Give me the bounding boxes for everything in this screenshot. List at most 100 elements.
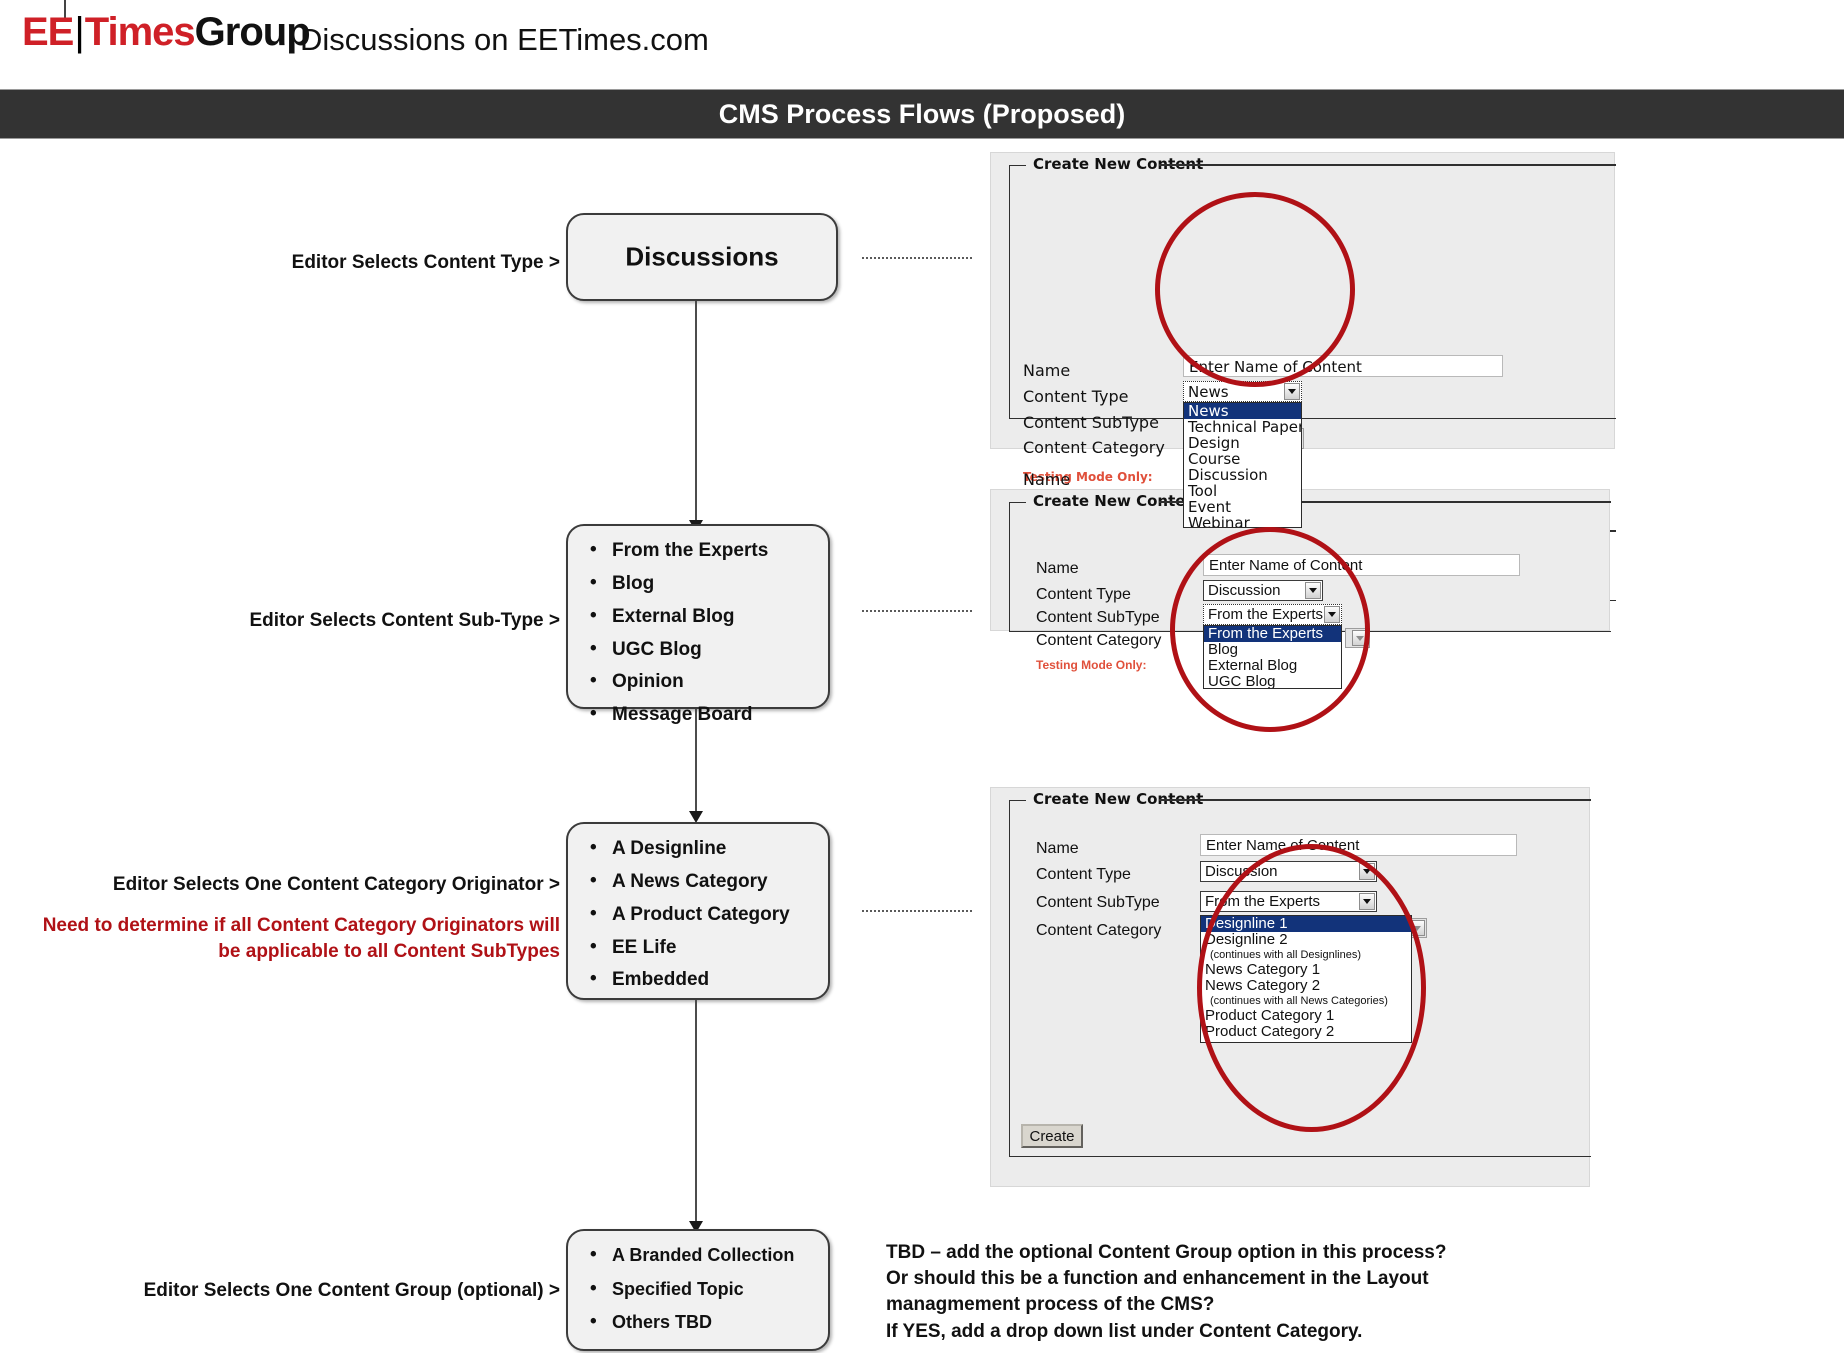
content-subtype-select-value: From the Experts xyxy=(1208,606,1324,623)
logo-times: Times xyxy=(84,10,196,54)
content-subtype-dropdown-list[interactable]: From the Experts Blog External Blog UGC … xyxy=(1203,625,1342,689)
dropdown-option[interactable]: Webinar xyxy=(1188,514,1250,528)
label-name: Name xyxy=(1036,560,1079,577)
dropdown-option[interactable]: Technical Paper xyxy=(1188,418,1302,436)
content-subtype-select-value: From the Experts xyxy=(1205,893,1321,910)
dropdown-option[interactable]: Design xyxy=(1188,434,1240,452)
brand-bar: EE|TimesGroup Discussions on EETimes.com xyxy=(0,0,1844,84)
chevron-down-icon xyxy=(1352,630,1368,646)
step2-label: Editor Selects Content Sub-Type > xyxy=(249,610,560,631)
chevron-down-icon[interactable] xyxy=(1284,383,1300,400)
list-item: Message Board xyxy=(590,703,828,726)
dropdown-option[interactable]: News xyxy=(1184,403,1301,419)
list-item: From the Experts xyxy=(590,539,828,562)
step4-label: Editor Selects One Content Group (option… xyxy=(143,1280,560,1301)
list-item: EE Life xyxy=(590,936,828,959)
dropdown-option[interactable]: Discussion xyxy=(1188,466,1268,484)
connector-step3 xyxy=(862,910,972,912)
label-content-subtype: Content SubType xyxy=(1023,413,1159,432)
content-type-dropdown-list[interactable]: News Technical Paper Design Course Discu… xyxy=(1183,402,1302,528)
dropdown-option[interactable]: Tool xyxy=(1188,482,1218,500)
page-subtitle: Discussions on EETimes.com xyxy=(300,22,709,57)
fieldset-legend-rule xyxy=(1159,799,1591,801)
create-new-content-fieldset-1: Create New Content xyxy=(1009,155,1616,419)
list-item: Blog xyxy=(590,572,828,595)
tbd-note-line: managmement process of the CMS? xyxy=(886,1294,1215,1316)
flow-box-content-group-list: A Branded Collection Specified Topic Oth… xyxy=(568,1231,828,1333)
testing-mode-note: Testing Mode Only: xyxy=(1023,470,1153,484)
label-content-type: Content Type xyxy=(1036,866,1131,883)
label-content-category: Content Category xyxy=(1036,922,1162,939)
flow-box-categories-list: A Designline A News Category A Product C… xyxy=(568,824,828,991)
tbd-note-line: If YES, add a drop down list under Conte… xyxy=(886,1320,1363,1342)
label-name: Name xyxy=(1036,840,1079,857)
tbd-note-line: Or should this be a function and enhance… xyxy=(886,1268,1429,1290)
list-item: Others TBD xyxy=(590,1311,828,1333)
dropdown-option[interactable]: Course xyxy=(1188,450,1241,468)
list-item: A News Category xyxy=(590,870,828,893)
create-button[interactable]: Create xyxy=(1021,1124,1083,1148)
create-new-content-fieldset-3: Create New Content xyxy=(1009,790,1591,1157)
arrow-step2-to-step3 xyxy=(689,709,703,823)
label-content-category: Content Category xyxy=(1036,632,1162,649)
dropdown-option-note: (continues with all News Categories) xyxy=(1210,995,1388,1007)
fieldset-legend: Create New Content xyxy=(1026,155,1211,173)
logo-pipe: | xyxy=(74,10,84,54)
name-input[interactable]: Enter Name of Content xyxy=(1183,355,1503,377)
step3-label: Editor Selects One Content Category Orig… xyxy=(112,874,560,895)
tbd-note: TBD – add the optional Content Group opt… xyxy=(886,1240,1506,1345)
label-content-subtype: Content SubType xyxy=(1036,894,1160,911)
flow-box-categories: A Designline A News Category A Product C… xyxy=(566,822,830,1000)
list-item: A Product Category xyxy=(590,903,828,926)
step3-note: Need to determine if all Content Categor… xyxy=(42,915,560,962)
flow-box-subtypes-list: From the Experts Blog External Blog UGC … xyxy=(568,526,828,726)
flow-box-subtypes: From the Experts Blog External Blog UGC … xyxy=(566,524,830,725)
chevron-down-icon[interactable] xyxy=(1305,582,1321,599)
dropdown-option[interactable]: News Category 1 xyxy=(1205,961,1321,978)
content-subtype-select[interactable]: From the Experts xyxy=(1203,604,1342,625)
content-type-select-value: Discussion xyxy=(1208,582,1281,599)
logo-group: Group xyxy=(194,10,311,54)
dropdown-option[interactable]: External Blog xyxy=(1208,657,1298,674)
dropdown-option[interactable]: Blog xyxy=(1208,641,1239,658)
content-type-select[interactable]: News xyxy=(1183,381,1302,402)
fieldset-legend-rule xyxy=(1159,501,1611,503)
content-category-select xyxy=(1345,628,1370,648)
connector-step2 xyxy=(862,610,972,612)
dropdown-option[interactable]: Designline 1 xyxy=(1201,916,1411,932)
content-category-dropdown-list[interactable]: Designline 1 Designline 2 (continues wit… xyxy=(1200,915,1412,1043)
fieldset-legend-rule xyxy=(1159,164,1616,166)
list-item: UGC Blog xyxy=(590,638,828,661)
dropdown-option[interactable]: News Category 2 xyxy=(1205,977,1321,994)
name-input[interactable]: Enter Name of Content xyxy=(1203,554,1520,576)
list-item: Opinion xyxy=(590,670,828,693)
dropdown-option[interactable]: Product Category 2 xyxy=(1205,1023,1335,1040)
dropdown-option[interactable]: From the Experts xyxy=(1204,626,1341,642)
list-item: A Branded Collection xyxy=(590,1244,828,1266)
dropdown-option[interactable]: UGC Blog xyxy=(1208,673,1276,689)
arrow-step1-to-step2 xyxy=(689,301,703,532)
chevron-down-icon[interactable] xyxy=(1359,893,1375,910)
chevron-down-icon[interactable] xyxy=(1324,606,1340,623)
flow-box-discussions: Discussions xyxy=(566,213,838,301)
dropdown-option[interactable]: Product Category 1 xyxy=(1205,1007,1335,1024)
name-input[interactable]: Enter Name of Content xyxy=(1200,834,1517,856)
list-item: External Blog xyxy=(590,605,828,628)
logo-divider-rule xyxy=(64,0,66,22)
dropdown-option[interactable]: Event xyxy=(1188,498,1231,516)
list-item: Embedded xyxy=(590,968,828,991)
content-subtype-select[interactable]: From the Experts xyxy=(1200,891,1377,912)
fieldset-legend: Create New Content xyxy=(1026,492,1211,510)
dropdown-option[interactable]: Designline 2 xyxy=(1205,931,1288,948)
label-name: Name xyxy=(1023,470,1071,489)
flow-box-content-group: A Branded Collection Specified Topic Oth… xyxy=(566,1229,830,1351)
arrow-step3-to-step4 xyxy=(689,1000,703,1233)
label-content-type: Content Type xyxy=(1023,387,1129,406)
dropdown-option-note: (continues with all Designlines) xyxy=(1210,949,1362,961)
content-type-select[interactable]: Discussion xyxy=(1203,580,1323,601)
testing-mode-note: Testing Mode Only: xyxy=(1036,658,1147,672)
logo-ee: EE xyxy=(22,10,74,54)
chevron-down-icon[interactable] xyxy=(1359,863,1375,880)
tbd-note-line: TBD – add the optional Content Group opt… xyxy=(886,1242,1447,1263)
content-type-select[interactable]: Discussion xyxy=(1200,861,1377,882)
